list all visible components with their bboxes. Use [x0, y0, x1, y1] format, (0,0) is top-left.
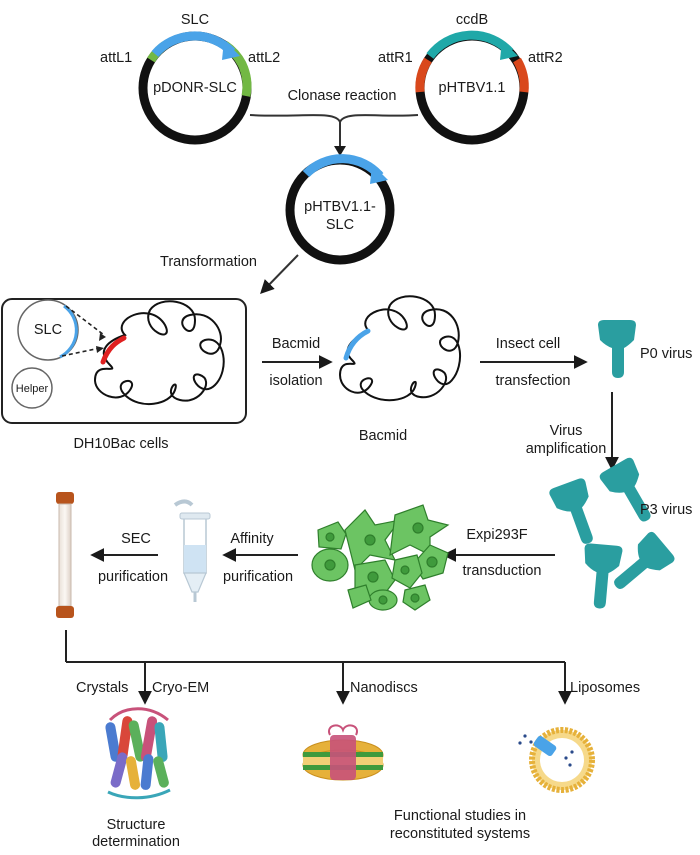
clonase-label: Clonase reaction [287, 88, 397, 104]
ccdb-arrowhead [500, 40, 518, 60]
bacmid-insertion-site [100, 335, 127, 365]
slc-plasmid-label: SLC [33, 322, 63, 338]
sec-column [56, 492, 74, 618]
attr1-label: attR1 [378, 50, 413, 66]
destination-plasmid-name: pHTBV1.1 [438, 80, 506, 96]
insect-transfection-line2: transfection [495, 373, 571, 389]
expi293f-cells [311, 504, 450, 611]
destination-insert-label: ccdB [455, 12, 489, 28]
product-plasmid [285, 154, 395, 265]
structure-line2: determination [92, 834, 180, 850]
product-plasmid-name-line2: SLC [325, 217, 355, 233]
dh10bac-cell-box [1, 298, 247, 424]
crystals-label: Crystals [76, 680, 129, 696]
bacmid-isolation-line2: isolation [269, 373, 323, 389]
donor-plasmid-name: pDONR-SLC [153, 80, 237, 96]
expi-line2: transduction [462, 563, 542, 579]
structure-line1: Structure [106, 817, 166, 833]
expi-line1: Expi293F [466, 527, 528, 543]
attl1-label: attL1 [100, 50, 133, 66]
attr2-segment [513, 57, 529, 93]
slc-plasmid-circle [17, 299, 79, 361]
application-branches [65, 630, 572, 705]
ccdb-insert-arrow [426, 30, 514, 59]
helper-plasmid-label: Helper [15, 383, 49, 395]
functional-line1: Functional studies in [393, 808, 527, 824]
isolated-bacmid [338, 295, 462, 402]
liposomes-label: Liposomes [570, 680, 641, 696]
attr1-segment [415, 57, 432, 93]
amplification-line1: Virus [549, 423, 583, 439]
clonase-arrow [249, 109, 419, 156]
bacmid-caption: Bacmid [358, 428, 408, 444]
amplification-line2: amplification [525, 441, 607, 457]
affinity-line1: Affinity [230, 531, 274, 547]
p0-virus-icon [598, 320, 636, 378]
slc-insert-arrow [151, 31, 236, 58]
p3-virus-icons [549, 457, 675, 609]
sec-line2: purification [97, 569, 169, 585]
attr2-label: attR2 [528, 50, 563, 66]
bacmid-isolation-line1: Bacmid [271, 336, 321, 352]
affinity-line2: purification [222, 569, 294, 585]
liposome-icon [518, 727, 595, 793]
destination-plasmid [415, 30, 529, 145]
dh10bac-caption: DH10Bac cells [73, 436, 169, 452]
affinity-column [173, 499, 211, 602]
donor-insert-label: SLC [180, 12, 210, 28]
attl2-label: attL2 [248, 50, 281, 66]
nanodiscs-label: Nanodiscs [350, 680, 418, 696]
donor-plasmid [138, 31, 252, 145]
p0-virus-label: P0 virus [640, 346, 693, 362]
functional-line2: reconstituted systems [389, 826, 531, 842]
cryoem-label: Cryo-EM [152, 680, 210, 696]
bacmid-tangle-1 [93, 300, 225, 406]
helper-plasmid-circle [11, 367, 53, 409]
p3-virus-label: P3 virus [640, 502, 693, 518]
insect-transfection-line1: Insect cell [495, 336, 561, 352]
nanodisc-icon [302, 724, 384, 781]
sec-line1: SEC [121, 531, 151, 547]
transformation-arrow [260, 254, 299, 295]
product-plasmid-name-line1: pHTBV1.1- [304, 199, 376, 215]
protein-structure-icon [105, 707, 171, 800]
transformation-label: Transformation [160, 254, 257, 270]
slc-arrowhead [222, 40, 240, 60]
